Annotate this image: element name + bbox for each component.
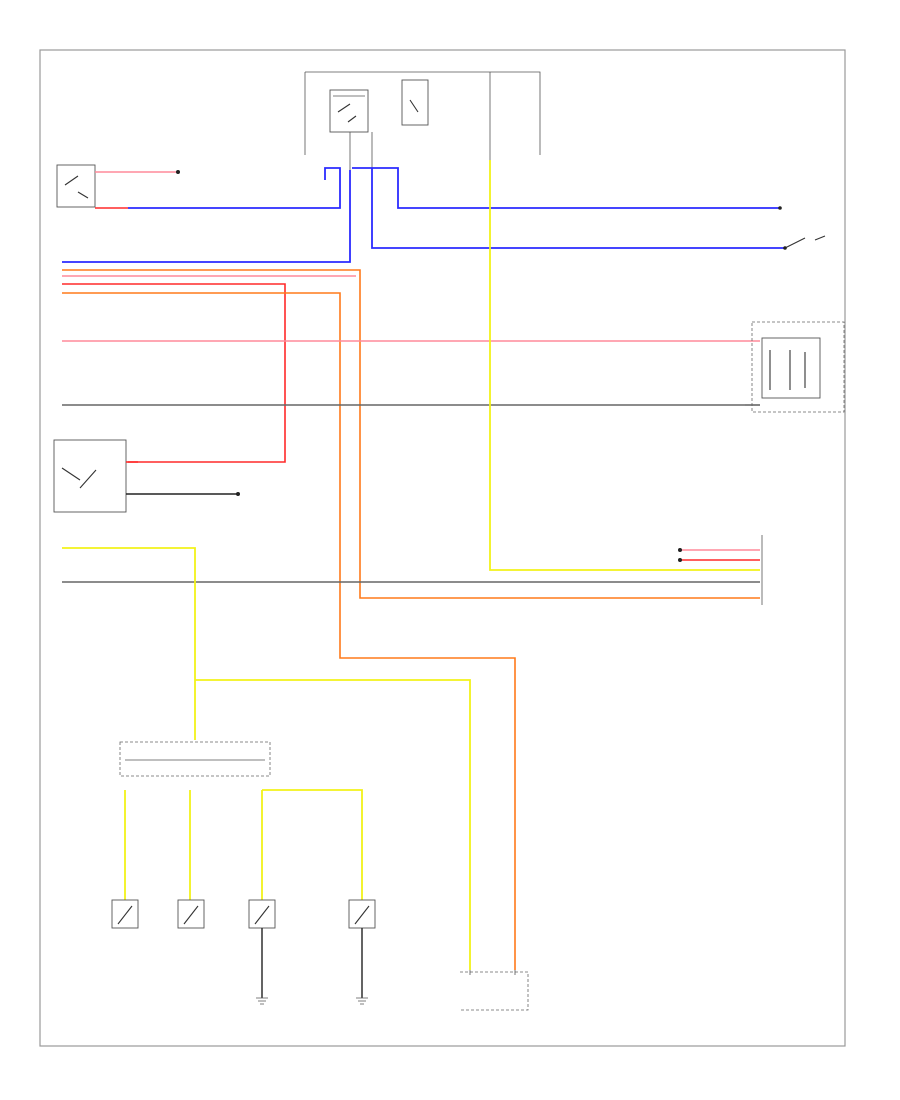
back-door-switch xyxy=(460,970,529,1011)
control-unit-connector xyxy=(62,160,763,605)
passenger-door-lock-switch xyxy=(783,235,826,250)
wire-yellow-vertical xyxy=(489,160,760,571)
blue-wire-left-rear xyxy=(352,167,780,209)
harness-left xyxy=(62,269,760,970)
ground-right xyxy=(256,997,268,1005)
passenger-door-switch xyxy=(177,899,205,929)
blue-wire-group xyxy=(62,167,785,263)
power-door-lock-relay xyxy=(304,71,541,170)
blue-wire-rear-lock xyxy=(128,167,341,209)
wire-orange-a xyxy=(62,269,760,599)
driver-door-switch xyxy=(111,899,139,929)
yellow-wire-group xyxy=(62,547,471,970)
ground-left xyxy=(356,997,368,1005)
wire-red-c xyxy=(62,283,286,463)
blue-wire-passenger xyxy=(371,168,785,249)
blue-wire-harness xyxy=(62,170,351,263)
left-rear-door-switch xyxy=(348,899,376,998)
rear-lock-switch xyxy=(56,164,180,209)
wire-orange-d xyxy=(62,292,516,970)
hood-switch xyxy=(53,439,240,513)
joint-connector xyxy=(119,741,363,900)
right-rear-door-switch xyxy=(248,899,276,998)
fuel-lid-opener xyxy=(745,321,845,413)
diagram-frame xyxy=(39,49,846,1047)
left-rear-lock-switch xyxy=(778,206,782,210)
